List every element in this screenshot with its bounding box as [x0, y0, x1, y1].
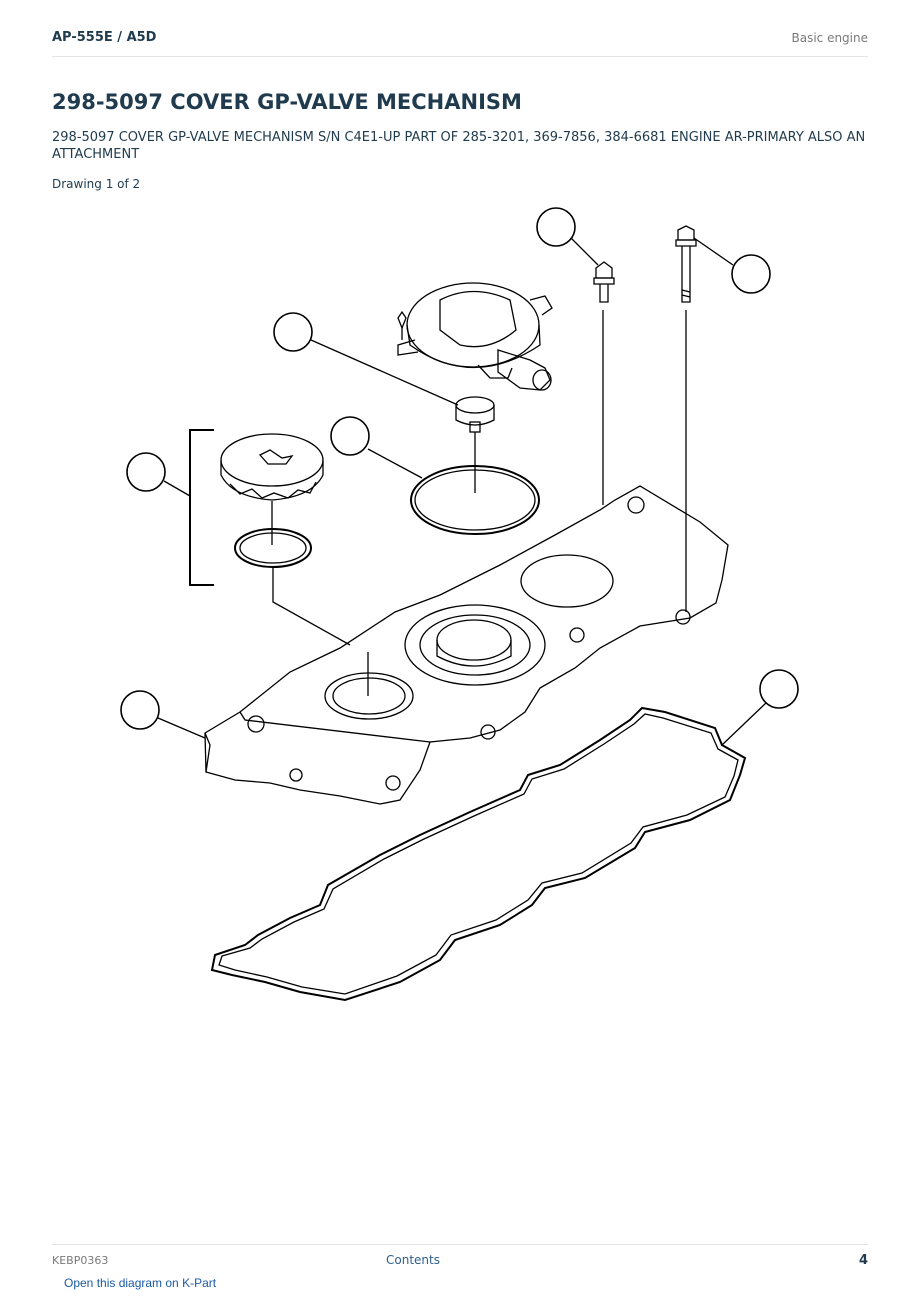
section-label: Basic engine: [791, 31, 868, 45]
callout-bubble: [273, 312, 313, 352]
callout-bubble: [731, 254, 771, 294]
page-footer: KEBP0363 Contents 4: [52, 1244, 868, 1275]
valve-cover: [204, 485, 729, 805]
callout-bubble: [759, 669, 799, 709]
callout-bubble: [536, 207, 576, 247]
open-kpart-link[interactable]: Open this diagram on K-Part: [64, 1276, 217, 1290]
drawing-label: Drawing 1 of 2: [52, 177, 141, 191]
parts-diagram: [120, 207, 799, 1002]
gasket: [210, 706, 747, 1002]
part-description: 298-5097 COVER GP-VALVE MECHANISM S/N C4…: [52, 130, 866, 162]
document-id: KEBP0363: [52, 1254, 109, 1267]
page-number: 4: [858, 1253, 868, 1268]
callout-bubble: [330, 416, 370, 456]
callout-bubble: [120, 690, 160, 730]
page-title: 298-5097 COVER GP-VALVE MECHANISM: [52, 90, 522, 114]
callout-bubble: [126, 452, 166, 492]
page-header: AP-555E / A5D Basic engine: [52, 28, 868, 57]
contents-link[interactable]: Contents: [386, 1253, 440, 1267]
model-label: AP-555E / A5D: [52, 30, 157, 45]
